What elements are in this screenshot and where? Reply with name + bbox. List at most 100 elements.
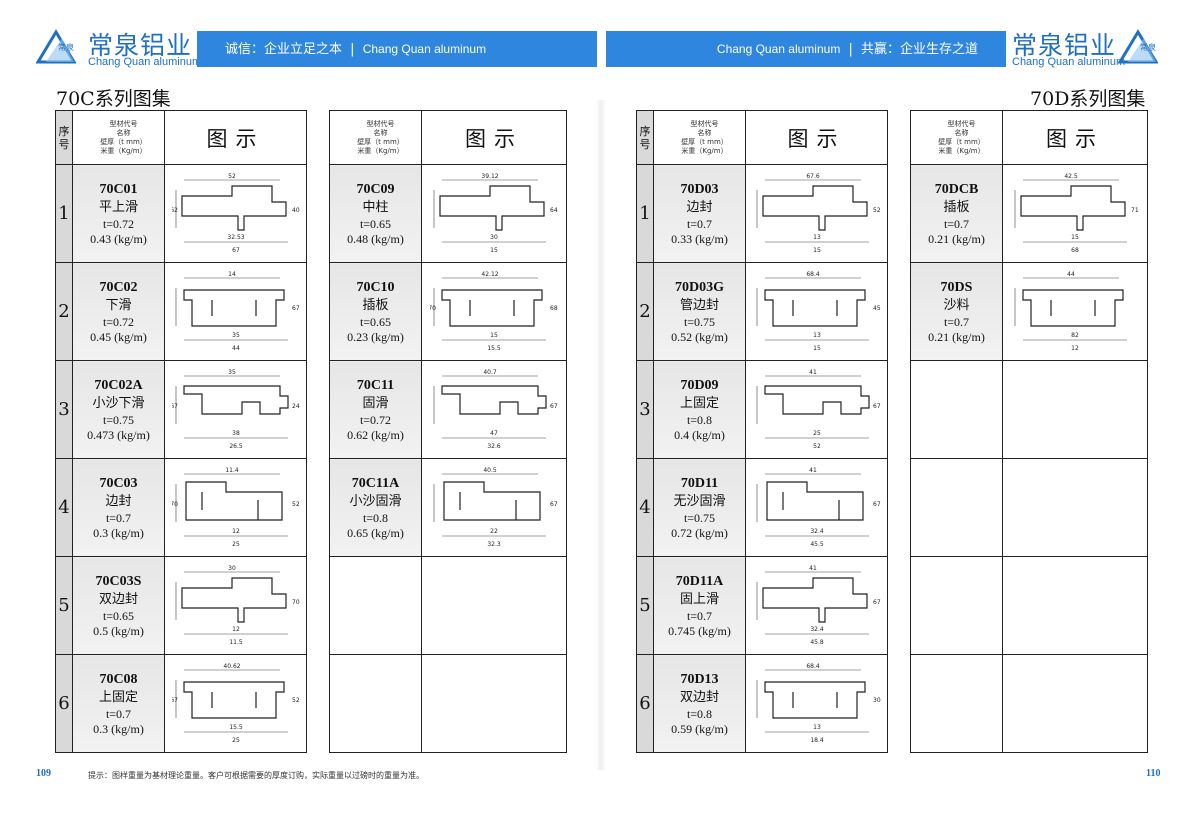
profile-code: 70D03 bbox=[680, 181, 719, 197]
profile-weight: 0.65 (kg/m) bbox=[347, 525, 404, 540]
row-number: 6 bbox=[636, 654, 654, 753]
profile-code: 70D03G bbox=[675, 279, 724, 295]
page-number-left: 109 bbox=[36, 768, 51, 779]
logo-icon bbox=[36, 29, 76, 64]
dimension-label: 45.8 bbox=[810, 639, 824, 646]
dimension-label: 41 bbox=[809, 467, 817, 474]
profile-thickness: t=0.65 bbox=[102, 608, 135, 623]
profile-name: 插板 bbox=[943, 199, 970, 215]
profile-code: 70DCB bbox=[934, 181, 979, 197]
profile-code: 70C03S bbox=[95, 573, 142, 589]
row-number: 3 bbox=[636, 360, 654, 459]
dimension-label: 39.12 bbox=[481, 173, 498, 180]
dimension-label: 67.2 bbox=[873, 599, 881, 606]
dimension-label: 68 bbox=[1071, 247, 1079, 254]
brand-name-cn: 常泉铝业 bbox=[88, 31, 193, 60]
row-number: 1 bbox=[55, 164, 73, 263]
dimension-label: 71 bbox=[1131, 207, 1139, 214]
profile-thickness: t=0.7 bbox=[686, 608, 713, 623]
table-header-row: 型材代号名称壁厚（t mm）米重（Kg/m）图示 bbox=[329, 110, 567, 165]
profile-code: 70C02A bbox=[94, 377, 143, 393]
brand-name-cn-right: 常泉铝业 bbox=[1012, 31, 1117, 60]
row-number: 1 bbox=[636, 164, 654, 263]
profile-thickness: t=0.75 bbox=[102, 412, 135, 427]
meta-header-line: 米重（Kg/m） bbox=[681, 146, 728, 155]
dimension-label: 13 bbox=[813, 332, 821, 339]
profile-figure: 41 32.4 45.8 67.2 bbox=[745, 556, 888, 655]
dimension-label: 67 bbox=[550, 501, 558, 508]
dimension-label: 24.8 bbox=[292, 403, 300, 410]
left-banner: 诚信：企业立足之本 | Chang Quan aluminum bbox=[197, 31, 597, 67]
profile-name: 沙料 bbox=[943, 297, 970, 313]
meta-header-line: 名称 bbox=[954, 128, 969, 137]
dimension-label: 15.5 bbox=[487, 345, 501, 352]
dimension-label: 70 bbox=[430, 305, 436, 312]
meta-header-line: 壁厚（t mm） bbox=[938, 137, 985, 146]
dimension-label: 40 bbox=[292, 207, 300, 214]
profile-figure bbox=[1002, 360, 1148, 459]
profile-code: 70C09 bbox=[356, 181, 395, 197]
table-header-row: 型材代号名称壁厚（t mm）米重（Kg/m）图示 bbox=[910, 110, 1148, 165]
table-row bbox=[329, 654, 567, 753]
profile-name: 固滑 bbox=[362, 395, 389, 411]
dimension-label: 45.2 bbox=[873, 305, 881, 312]
profile-figure bbox=[1002, 654, 1148, 753]
dimension-label: 41 bbox=[809, 565, 817, 572]
right-banner-en: Chang Quan aluminum bbox=[716, 42, 841, 56]
profile-name: 无沙固滑 bbox=[673, 493, 726, 509]
meta-header-line: 名称 bbox=[116, 128, 131, 137]
profile-name: 边封 bbox=[105, 493, 132, 509]
dimension-label: 30 bbox=[873, 697, 881, 704]
profile-drawing: 41 32.4 45.8 67.2 bbox=[756, 565, 881, 646]
dimension-label: 42.12 bbox=[481, 271, 498, 278]
table-row bbox=[910, 654, 1148, 753]
dimension-label: 14 bbox=[228, 271, 236, 278]
page-spine bbox=[596, 100, 606, 770]
dimension-label: 67 bbox=[292, 305, 300, 312]
figure-header: 图示 bbox=[745, 110, 888, 165]
dimension-label: 38 bbox=[232, 430, 240, 437]
meta-header: 型材代号名称壁厚（t mm）米重（Kg/m） bbox=[329, 110, 422, 165]
profile-info bbox=[910, 556, 1003, 655]
footer-note: 提示：图样重量为基材理论重量。客户可根据需要的厚度订购，实际重量以过磅时的重量为… bbox=[88, 771, 424, 780]
dimension-label: 70 bbox=[172, 501, 178, 508]
profile-figure bbox=[1002, 458, 1148, 557]
profile-name: 下滑 bbox=[105, 297, 132, 313]
seq-header: 序号 bbox=[55, 110, 73, 165]
meta-header: 型材代号名称壁厚（t mm）米重（Kg/m） bbox=[72, 110, 165, 165]
profile-code: 70D11 bbox=[680, 475, 719, 491]
dimension-label: 15 bbox=[813, 247, 821, 254]
dimension-label: 47 bbox=[490, 430, 498, 437]
dimension-label: 32.3 bbox=[487, 541, 501, 548]
profile-thickness: t=0.72 bbox=[102, 314, 135, 329]
dimension-label: 32.4 bbox=[810, 626, 824, 633]
profile-thickness: t=0.75 bbox=[683, 510, 716, 525]
profile-code: 70C10 bbox=[356, 279, 395, 295]
left-banner-cn: 诚信：企业立足之本 bbox=[225, 42, 343, 57]
profile-weight: 0.33 (kg/m) bbox=[671, 231, 728, 246]
profile-drawing: 11.412255270 bbox=[172, 467, 300, 548]
dimension-label: 68.5 bbox=[550, 305, 558, 312]
